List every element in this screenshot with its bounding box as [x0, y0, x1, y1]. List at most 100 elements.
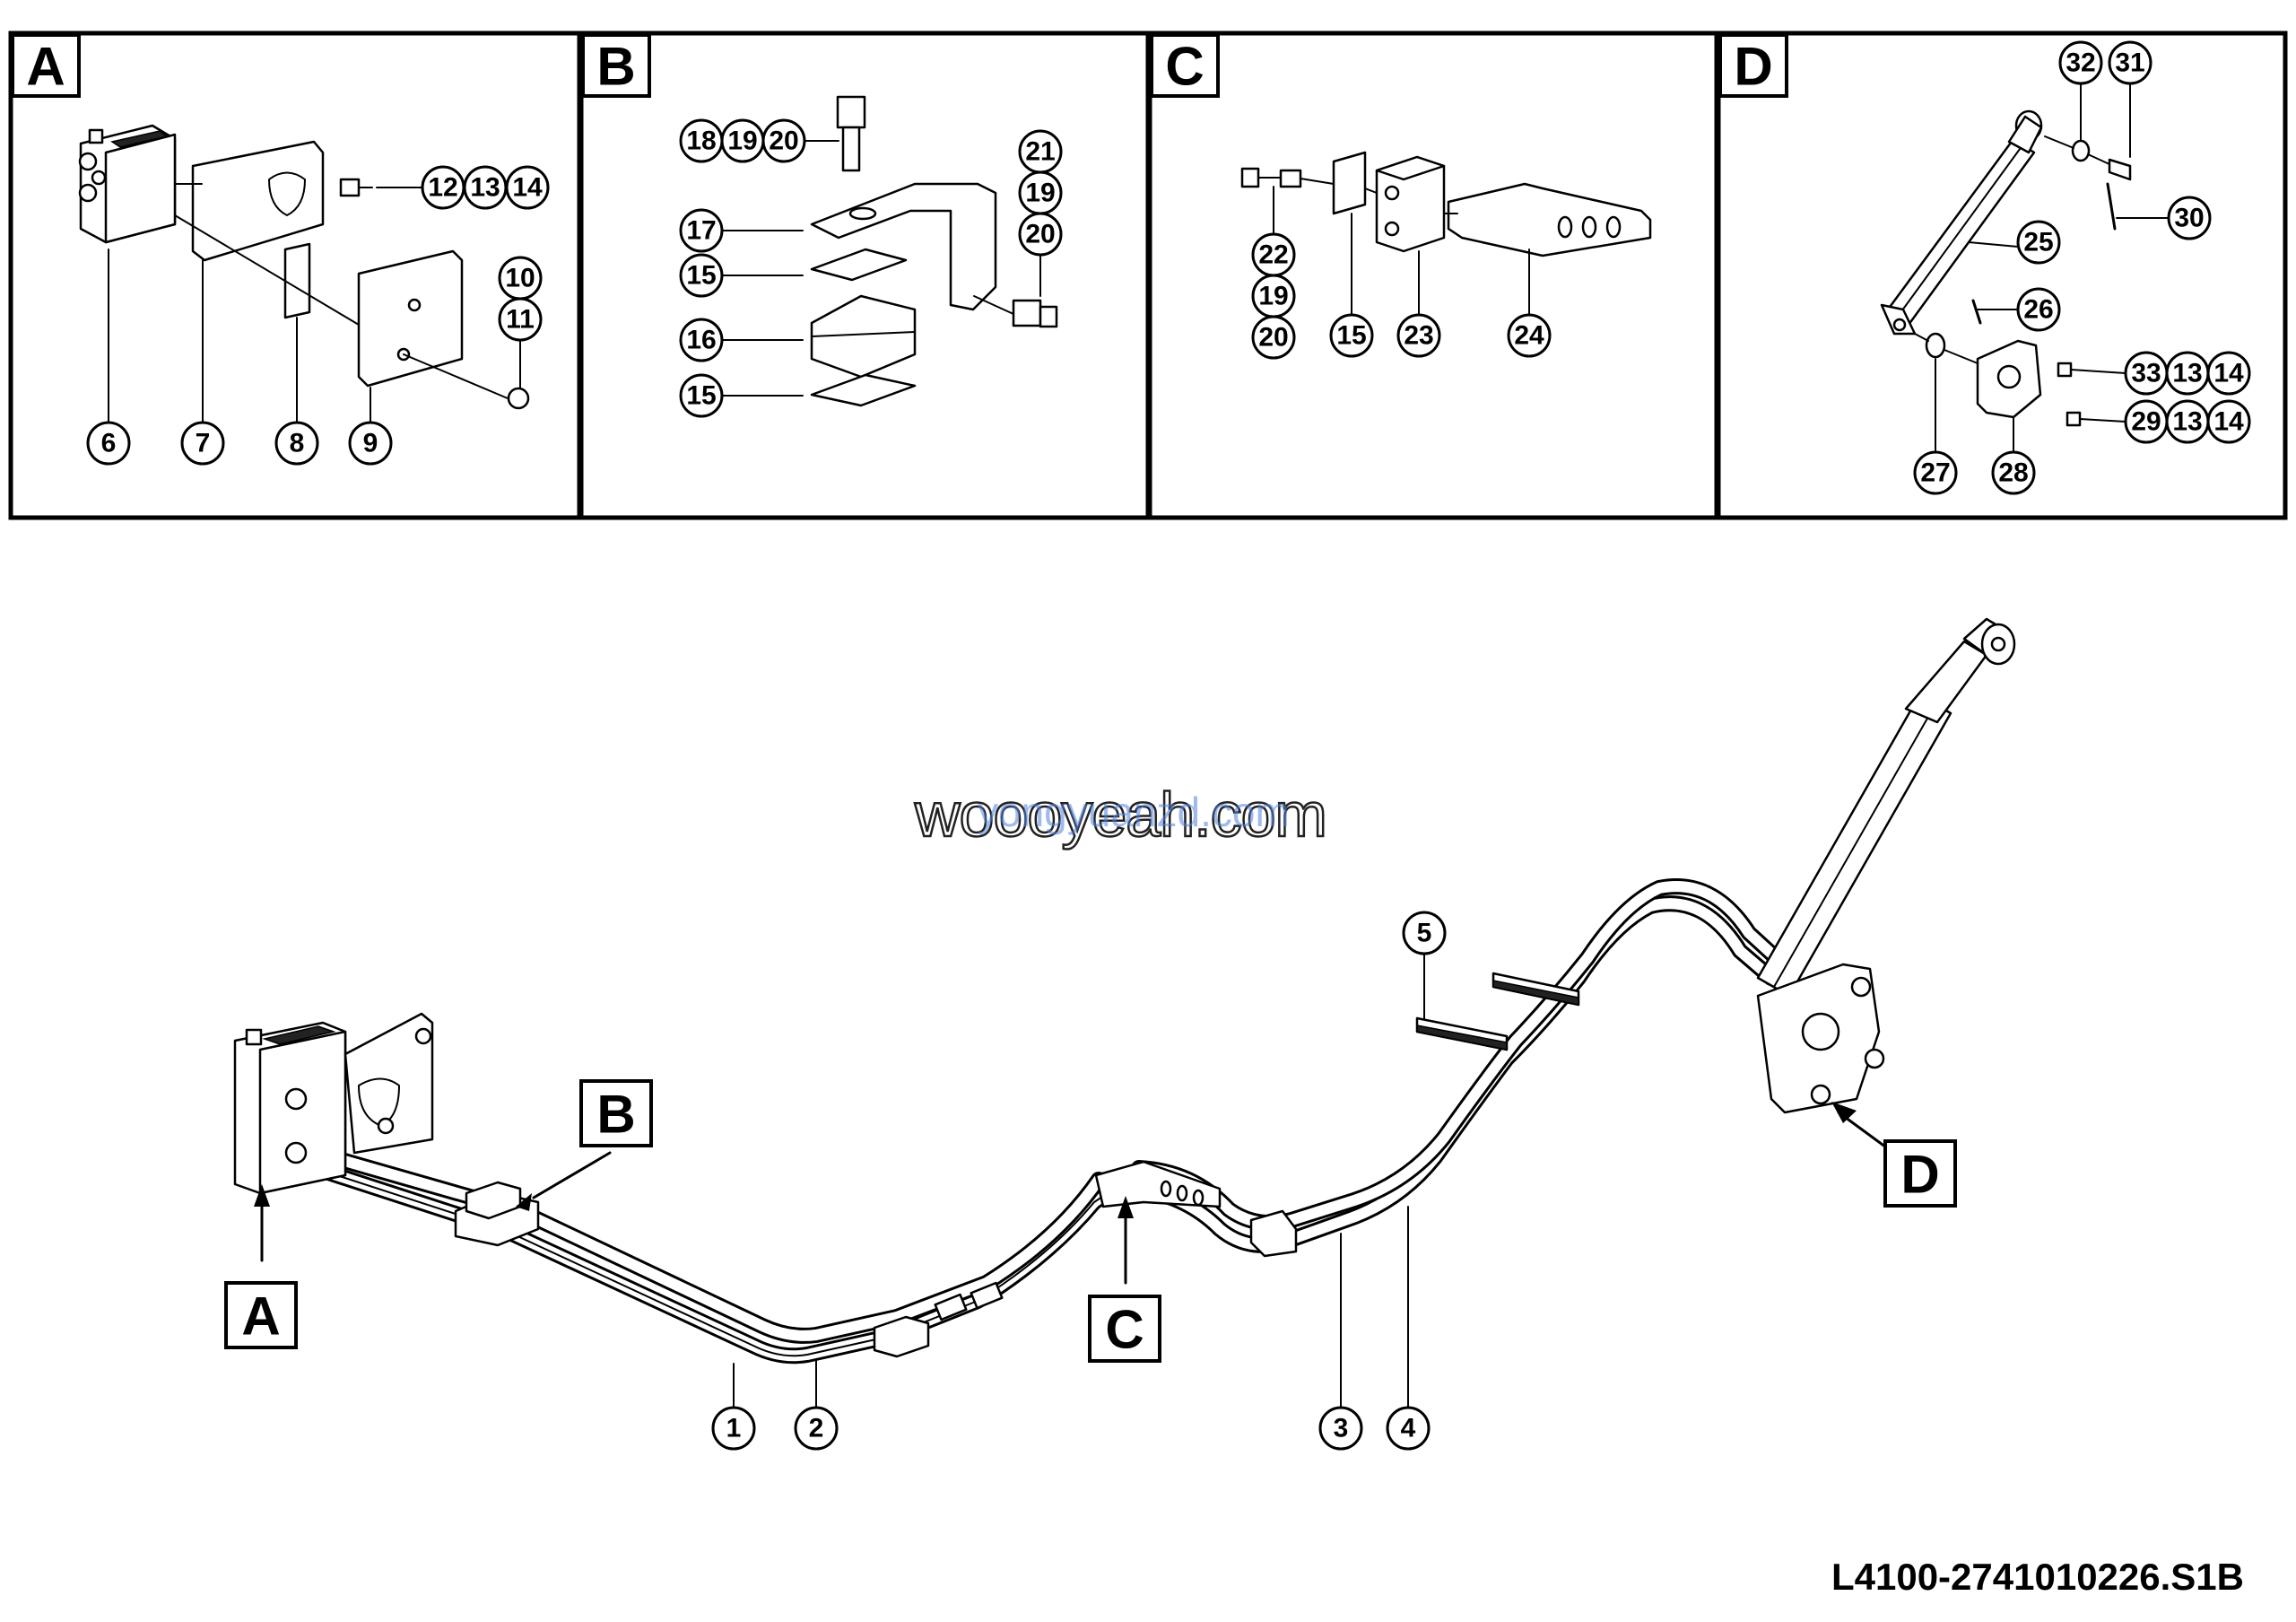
svg-text:3: 3	[1334, 1414, 1349, 1443]
svg-text:5: 5	[1417, 919, 1432, 948]
callout-15c: 15	[1329, 313, 1374, 358]
callout-30: 30	[2167, 196, 2212, 240]
panel-c-tab: C	[1150, 33, 1220, 98]
svg-text:D: D	[1900, 1145, 1939, 1205]
svg-text:19: 19	[1258, 282, 1288, 311]
callout-25: 25	[2016, 220, 2061, 265]
svg-text:14: 14	[2213, 359, 2244, 388]
svg-text:15: 15	[686, 381, 716, 411]
callout-20: 20	[761, 118, 806, 163]
callout-20c: 20	[1251, 315, 1296, 360]
panel-a-tab: A	[11, 33, 81, 98]
svg-text:12: 12	[428, 173, 457, 203]
svg-text:18: 18	[686, 126, 716, 156]
callout-26: 26	[2016, 287, 2061, 332]
callout-19b: 19	[1018, 170, 1063, 215]
svg-text:27: 27	[1920, 458, 1950, 488]
svg-text:B: B	[596, 1085, 635, 1145]
svg-text:29: 29	[2131, 407, 2161, 437]
svg-text:13: 13	[2172, 407, 2202, 437]
callout-9: 9	[348, 421, 393, 466]
main-callouts: 1 2 3 4 5	[711, 911, 1447, 1451]
panel-d-tab: D	[1718, 33, 1788, 98]
callout-20b: 20	[1018, 212, 1063, 257]
callout-19c: 19	[1251, 274, 1296, 318]
svg-text:1: 1	[726, 1414, 742, 1443]
main-section-a: A	[224, 1281, 298, 1349]
callout-4: 4	[1386, 1406, 1431, 1451]
callout-29: 29	[2124, 399, 2169, 444]
svg-text:4: 4	[1401, 1414, 1416, 1443]
callout-7: 7	[180, 421, 225, 466]
callout-13d: 13	[2165, 351, 2210, 396]
panel-c-callouts: 22 19 20 15 23 24	[1251, 232, 1552, 360]
callout-27: 27	[1913, 450, 1958, 495]
svg-text:32: 32	[2066, 48, 2095, 78]
svg-text:14: 14	[512, 173, 543, 203]
svg-text:15: 15	[1336, 321, 1366, 351]
callout-33: 33	[2124, 351, 2169, 396]
svg-text:20: 20	[769, 126, 798, 156]
callout-10: 10	[498, 256, 543, 301]
watermark-text: woooyeah.com	[914, 779, 1328, 851]
svg-text:C: C	[1105, 1300, 1144, 1360]
panel-c-artwork	[1240, 151, 1652, 315]
panel-b-artwork	[713, 95, 1058, 407]
callout-12: 12	[421, 165, 465, 210]
svg-text:21: 21	[1025, 137, 1055, 167]
svg-text:9: 9	[363, 429, 378, 458]
callout-13: 13	[463, 165, 508, 210]
callout-32: 32	[2058, 40, 2103, 85]
callout-16: 16	[679, 318, 724, 362]
main-section-b: B	[579, 1079, 653, 1147]
panel-d-frame	[1716, 31, 2288, 520]
callout-24: 24	[1507, 313, 1552, 358]
callout-14: 14	[505, 165, 550, 210]
svg-text:17: 17	[686, 216, 716, 246]
svg-text:14: 14	[2213, 407, 2244, 437]
panel-d-callouts: 32 31 30 25 26 33 13 14 29 13 14 27 28	[1913, 40, 2251, 495]
callout-8: 8	[274, 421, 319, 466]
panel-b-label: B	[596, 37, 635, 97]
panel-c-label: C	[1165, 37, 1204, 97]
svg-text:10: 10	[505, 264, 535, 293]
svg-text:31: 31	[2115, 48, 2144, 78]
panel-b-tab: B	[581, 33, 651, 98]
svg-text:30: 30	[2174, 204, 2204, 233]
panel-a-artwork	[78, 124, 530, 423]
svg-text:24: 24	[1514, 321, 1544, 351]
svg-text:20: 20	[1258, 323, 1288, 353]
svg-text:16: 16	[686, 326, 716, 355]
callout-15b: 15	[679, 373, 724, 418]
main-section-d: D	[1883, 1139, 1957, 1208]
callout-3: 3	[1318, 1406, 1363, 1451]
svg-text:22: 22	[1258, 240, 1288, 270]
panel-a-label: A	[26, 37, 65, 97]
svg-text:25: 25	[2023, 228, 2053, 257]
svg-text:19: 19	[727, 126, 757, 156]
main-section-c: C	[1088, 1295, 1161, 1363]
svg-text:2: 2	[809, 1414, 824, 1443]
svg-text:13: 13	[2172, 359, 2202, 388]
detail-panels: A B C D	[8, 31, 2288, 520]
svg-text:26: 26	[2023, 295, 2053, 325]
panel-d-label: D	[1734, 37, 1772, 97]
callout-14d: 14	[2206, 351, 2251, 396]
callout-22: 22	[1251, 232, 1296, 277]
callout-28: 28	[1991, 450, 2036, 495]
callout-31: 31	[2108, 40, 2152, 85]
callout-6: 6	[86, 421, 131, 466]
svg-text:6: 6	[101, 429, 117, 458]
svg-text:33: 33	[2131, 359, 2161, 388]
watermark-secondary: yongyuanzd.com	[978, 789, 1290, 835]
callout-2: 2	[794, 1406, 839, 1451]
svg-text:15: 15	[686, 261, 716, 291]
callout-13e: 13	[2165, 399, 2210, 444]
callout-18: 18	[679, 118, 724, 163]
svg-text:7: 7	[196, 429, 211, 458]
callout-5: 5	[1402, 911, 1447, 955]
svg-text:13: 13	[470, 173, 500, 203]
callout-14e: 14	[2206, 399, 2251, 444]
main-section-labels: A B C D	[224, 1079, 1957, 1363]
